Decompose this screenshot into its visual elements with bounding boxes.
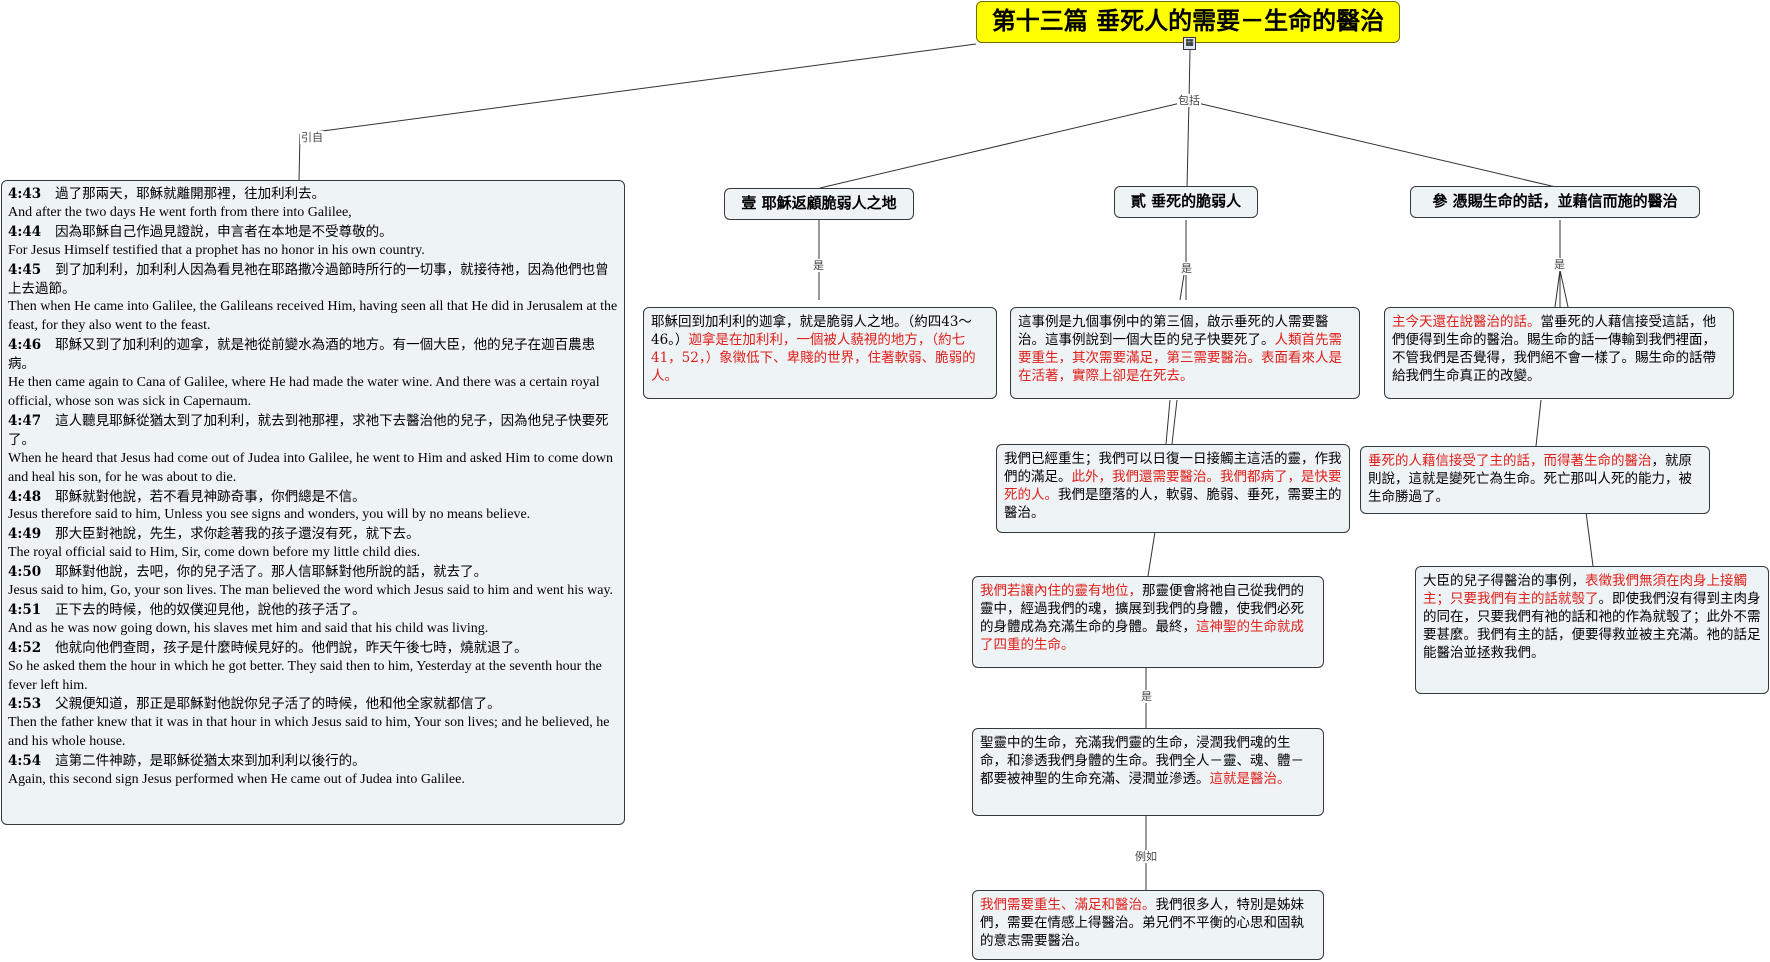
verse-ref: 4:43: [8, 186, 42, 202]
connector-label-is: 是: [812, 259, 825, 272]
verse-zh-text: 這第二件神跡，是耶穌從猶太來到加利利以後行的。: [55, 753, 366, 770]
verse-zh: 4:48 耶穌就對他說，若不看見神跡奇事，你們總是不信。: [8, 488, 618, 507]
verse-zh-text: 他就向他們查問，孩子是什麼時候見好的。他們說，昨天午後七時，燒就退了。: [55, 639, 528, 656]
verse-ref: 4:54: [8, 753, 42, 770]
node-speaking-word[interactable]: 主今天還在說醫治的話。當垂死的人藉信接受這話，他們便得到生命的醫治。賜生命的話一…: [1384, 307, 1734, 399]
text: 當垂死的人藉信接受這話，他們便得到生命的醫治。賜生命的話一傳輸到我們裡面，不管我…: [1392, 314, 1716, 384]
highlight-text: 垂死的人藉信接受了主的話，而得著生命的醫治: [1368, 453, 1652, 469]
verse-en: When he heard that Jesus had come out of…: [8, 450, 613, 485]
highlight-text: 人類首先需要重生，其次需要滿足，第三需要醫治。表面看來人是在活著，實際上卻是在死…: [1018, 332, 1342, 384]
verse-ref: 4:48: [8, 488, 42, 505]
text: 我們是墮落的人，軟弱、脆弱、垂死，需要主的醫治。: [1004, 487, 1342, 521]
verse-zh: 4:43 過了那兩天，耶穌就離開那裡，往加利利去。: [8, 185, 618, 204]
text: 那靈便會將祂自己從我們的靈中，經過我們的魂，擴展到我們的身體，使我們必死的身體成…: [980, 583, 1304, 635]
verse-zh-text: 那大臣對祂說，先生，求你趁著我的孩子還沒有死，就下去。: [55, 526, 420, 543]
node-need-healing[interactable]: 我們需要重生、滿足和醫治。我們很多人，特別是姊妹們，需要在情感上得醫治。弟兄們不…: [972, 890, 1324, 960]
highlight-text: 主今天還在說醫治的話。: [1392, 314, 1541, 330]
text: 我們很多人，特別是姊妹們，需要在情感上得醫治。弟兄們不平衡的心思和固執的意志需要…: [980, 897, 1304, 949]
verse-zh: 4:50 耶穌對他說，去吧，你的兒子活了。那人信耶穌對他所說的話，就去了。: [8, 563, 618, 582]
verse-ref: 4:45: [8, 261, 42, 278]
verse-ref: 4:51: [8, 601, 42, 618]
verse-en: So he asked them the hour in which he go…: [8, 658, 602, 693]
text: 聖靈中的生命，充滿我們靈的生命，浸潤我們魂的生命，和滲透我們身體的生命。我們全人…: [980, 735, 1304, 787]
verse-zh-text: 耶穌對他說，去吧，你的兒子活了。那人信耶穌對他所說的話，就去了。: [55, 564, 488, 581]
text: 這事例是九個事例中的第三個，啟示垂死的人需要醫治。這事例說到一個大臣的兒子快要死…: [1018, 314, 1329, 348]
highlight-text: 這神聖的生命就成了四重的生命。: [980, 619, 1304, 653]
verse-zh-text: 正下去的時候，他的奴僕迎見他，說他的孩子活了。: [55, 601, 366, 618]
node-regenerated[interactable]: 我們已經重生；我們可以日復一日接觸主這活的靈，作我們的滿足。此外，我們還需要醫治…: [996, 444, 1350, 533]
map-icon[interactable]: ▦: [1183, 37, 1196, 50]
highlight-text: 我們需要重生、滿足和醫治。: [980, 897, 1156, 913]
verse-zh: 4:54 這第二件神跡，是耶穌從猶太來到加利利以後行的。: [8, 752, 618, 771]
node-official-son[interactable]: 大臣的兒子得醫治的事例，表徵我們無須在肉身上接觸主；只要我們有主的話就彀了。即使…: [1415, 566, 1769, 694]
topic-return-to-cana[interactable]: 壹 耶穌返顧脆弱人之地: [724, 188, 914, 220]
verse-zh-text: 這人聽見耶穌從猶太到了加利利，就去到祂那裡，求祂下去醫治他的兒子，因為他兒子快要…: [8, 412, 609, 448]
verse-zh: 4:51 正下去的時候，他的奴僕迎見他，說他的孩子活了。: [8, 601, 618, 620]
verse-list: 4:43 過了那兩天，耶穌就離開那裡，往加利利去。 And after the tw…: [8, 185, 618, 790]
connector-label-is: 是: [1140, 690, 1153, 703]
topic-life-giving-word[interactable]: 參 憑賜生命的話，並藉信而施的醫治: [1410, 186, 1700, 218]
highlight-text: 表徵我們無須在肉身上接觸主；只要我們有主的話就彀了: [1423, 573, 1747, 607]
highlight-text: 我們若讓內住的靈有地位，: [980, 583, 1142, 599]
verse-ref: 4:53: [8, 696, 42, 713]
verse-ref: 4:47: [8, 412, 42, 429]
verse-ref: 4:44: [8, 223, 42, 240]
verse-zh-text: 過了那兩天，耶穌就離開那裡，往加利利去。: [55, 186, 326, 202]
topic-dying-fragile[interactable]: 貳 垂死的脆弱人: [1114, 186, 1258, 218]
verse-zh-text: 因為耶穌自己作過見證說，申言者在本地是不受尊敬的。: [55, 223, 393, 240]
text: 我們已經重生；我們可以日復一日接觸主這活的靈，作我們的滿足。: [1004, 451, 1342, 485]
verse-en: Jesus therefore said to him, Unless you …: [8, 507, 531, 523]
verse-zh-text: 父親便知道，那正是耶穌對他說你兒子活了的時候，他和他全家就都信了。: [55, 696, 501, 713]
connector-label-is: 是: [1553, 258, 1566, 271]
verse-zh-text: 耶穌就對他說，若不看見神跡奇事，你們總是不信。: [55, 488, 366, 505]
node-receive-by-faith[interactable]: 垂死的人藉信接受了主的話，而得著生命的醫治，就原則說，這就是變死亡為生命。死亡那…: [1360, 446, 1710, 514]
verse-zh-text: 到了加利利，加利利人因為看見祂在耶路撒冷過節時所行的一切事，就接待祂，因為他們也…: [8, 261, 609, 297]
highlight-text: 此外，我們還需要醫治。我們都病了，是快要死的人。: [1004, 469, 1342, 503]
text: 大臣的兒子得醫治的事例，: [1423, 573, 1585, 589]
node-indwelling-spirit[interactable]: 我們若讓內住的靈有地位，那靈便會將祂自己從我們的靈中，經過我們的魂，擴展到我們的…: [972, 576, 1324, 668]
connector-label-cite: 引自: [300, 131, 324, 144]
verse-en: Jesus said to him, Go, your son lives. T…: [8, 583, 614, 599]
verse-en: Again, this second sign Jesus performed …: [8, 772, 465, 788]
verse-en: And as he was now going down, his slaves…: [8, 620, 489, 636]
connector-label-include: 包括: [1177, 94, 1201, 107]
connector-label-example: 例如: [1134, 850, 1158, 863]
text: 耶穌回到加利利的迦拿，就是脆弱人之地。（約四43～46。）: [651, 314, 972, 348]
verse-zh: 4:44 因為耶穌自己作過見證說，申言者在本地是不受尊敬的。: [8, 223, 618, 242]
verse-zh: 4:52 他就向他們查問，孩子是什麼時候見好的。他們說，昨天午後七時，燒就退了。: [8, 639, 618, 658]
verse-ref: 4:52: [8, 639, 42, 656]
node-cana[interactable]: 耶穌回到加利利的迦拿，就是脆弱人之地。（約四43～46。）迦拿是在加利利，一個被…: [643, 307, 997, 399]
verse-en: The royal official said to Him, Sir, com…: [8, 545, 421, 561]
connector-label-is: 是: [1180, 262, 1193, 275]
scripture-john-4-43-54: 4:43 過了那兩天，耶穌就離開那裡，往加利利去。 And after the tw…: [1, 180, 625, 825]
verse-en: Then the father knew that it was in that…: [8, 715, 610, 750]
verse-ref: 4:50: [8, 564, 42, 581]
verse-en: Then when He came into Galilee, the Gali…: [8, 299, 618, 334]
verse-en: He then came again to Cana of Galilee, w…: [8, 375, 600, 409]
verse-ref: 4:46: [8, 337, 42, 354]
highlight-text: 迦拿是在加利利，一個被人藐視的地方，（約七41，52，）象徵低下、卑賤的世界，住…: [651, 332, 976, 384]
verse-zh: 4:53 父親便知道，那正是耶穌對他說你兒子活了的時候，他和他全家就都信了。: [8, 695, 618, 714]
verse-zh-text: 耶穌又到了加利利的迦拿，就是祂從前變水為酒的地方。有一個大臣，他的兒子在迦百農患…: [8, 337, 596, 373]
verse-ref: 4:49: [8, 526, 42, 543]
text: ，就原則說，這就是變死亡為生命。死亡那叫人死的能力，被生命勝過了。: [1368, 453, 1692, 505]
verse-en: For Jesus Himself testified that a proph…: [8, 242, 425, 258]
verse-zh: 4:49 那大臣對祂說，先生，求你趁著我的孩子還沒有死，就下去。: [8, 525, 618, 544]
verse-en: And after the two days He went forth fro…: [8, 204, 352, 220]
node-fourfold-life[interactable]: 聖靈中的生命，充滿我們靈的生命，浸潤我們魂的生命，和滲透我們身體的生命。我們全人…: [972, 728, 1324, 816]
text: 。即使我們沒有得到主肉身的同在，只要我們有祂的話和祂的作為就彀了；此外不需要甚麼…: [1423, 591, 1761, 661]
node-dying[interactable]: 這事例是九個事例中的第三個，啟示垂死的人需要醫治。這事例說到一個大臣的兒子快要死…: [1010, 307, 1360, 399]
highlight-text: 這就是醫治。: [1209, 771, 1291, 787]
